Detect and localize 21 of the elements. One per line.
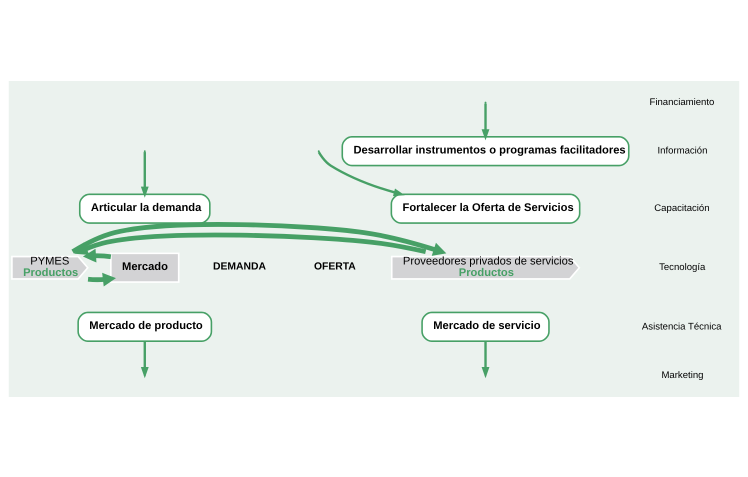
label: Capacitación [654, 202, 710, 214]
label: Financiamiento [650, 96, 714, 108]
label: Asistencia Técnica [642, 320, 722, 332]
arrow [88, 272, 116, 286]
label: Información [657, 145, 708, 156]
arrow [482, 102, 490, 140]
arrow [82, 248, 112, 262]
arrow [318, 151, 405, 196]
node-box: Mercado [110, 252, 180, 282]
node-box: Mercado de producto [77, 311, 212, 342]
arrow [74, 232, 426, 254]
label: Marketing [661, 369, 704, 380]
label: DEMANDA [213, 261, 266, 272]
label: OFERTA [314, 261, 356, 272]
label: Tecnología [659, 262, 706, 273]
node-box: Desarrollar instrumentos o programas facilitadores [341, 136, 630, 166]
node-box: Articular la demanda [78, 193, 211, 224]
arrow [140, 152, 149, 198]
node-box: Fortalecer la Oferta de Servicios [390, 193, 580, 224]
arrow [71, 222, 446, 256]
node-box: Mercado de servicio [421, 311, 550, 342]
